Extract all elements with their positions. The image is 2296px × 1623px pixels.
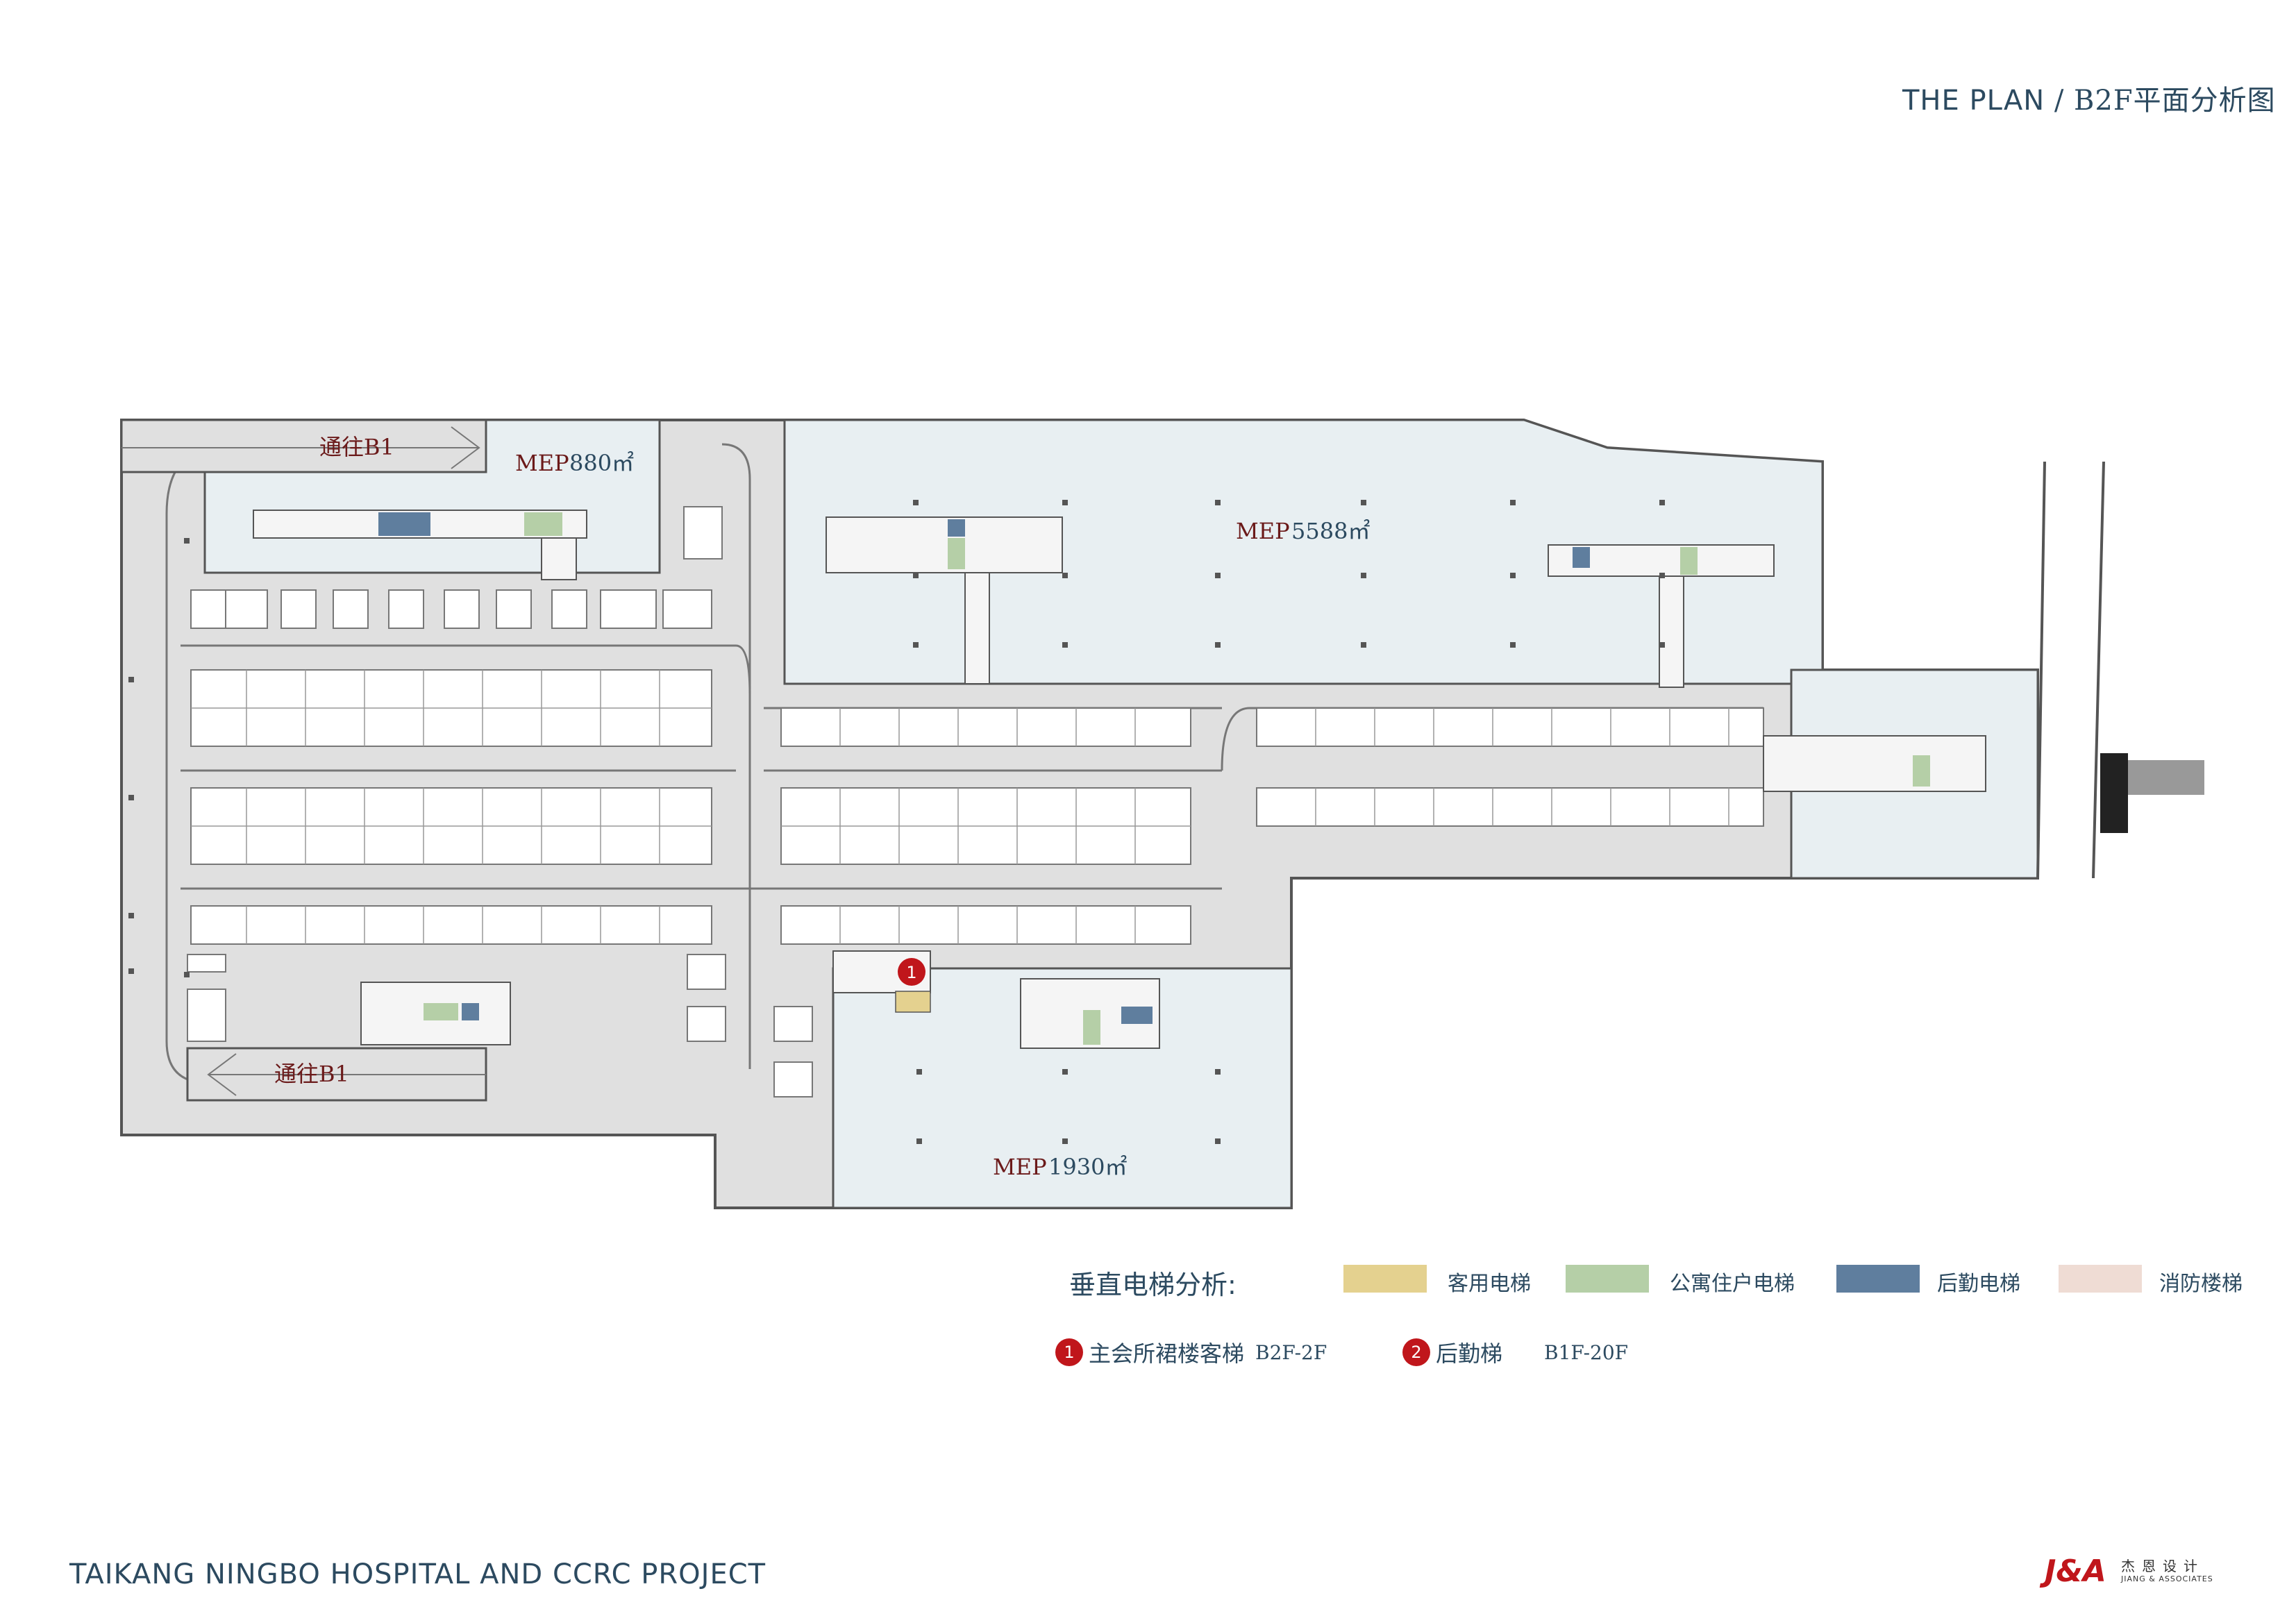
legend-label-service: 后勤电梯 <box>1937 1272 2020 1296</box>
ramp-north-label: 通往B1 <box>319 434 394 460</box>
legend-label-guest: 客用电梯 <box>1448 1272 1531 1296</box>
title-separator: / <box>2054 85 2065 117</box>
logo-cn: 杰恩设计 <box>2121 1558 2204 1574</box>
title-en: THE PLAN <box>1902 85 2045 117</box>
ramp-south-label: 通往B1 <box>274 1061 349 1087</box>
mep-5588-label: MEP <box>1236 518 1290 544</box>
title-cn: 平面分析图 <box>2133 85 2276 117</box>
structural-columns <box>128 500 1665 1144</box>
note-2-range: B1F-20F <box>1544 1340 1629 1364</box>
core-south-mid <box>1020 978 1160 1049</box>
legend-title: 垂直电梯分析: <box>1069 1270 1237 1300</box>
note-1-text: 主会所裙楼客梯 <box>1089 1340 1245 1367</box>
legend-label-fire: 消防楼梯 <box>2159 1272 2243 1296</box>
logo-mark: J&A <box>2045 1554 2106 1589</box>
mep-room-5588 <box>783 419 1824 685</box>
marker-1 <box>898 958 925 986</box>
legend-swatch-resident <box>1566 1265 1649 1293</box>
note-1-badge: 1 <box>1055 1338 1083 1366</box>
mep-1930-label: MEP <box>993 1154 1047 1180</box>
legend-swatch-fire <box>2059 1265 2142 1293</box>
mep-880-area: 880㎡ <box>569 450 634 476</box>
project-title: TAIKANG NINGBO HOSPITAL AND CCRC PROJECT <box>69 1558 766 1590</box>
company-logo: J&A 杰恩设计 JIANG & ASSOCIATES <box>2045 1554 2213 1589</box>
core-south-west <box>360 982 511 1045</box>
ramp-north <box>120 419 487 473</box>
note-2-text: 后勤梯 <box>1436 1340 1503 1367</box>
core-north-west <box>253 510 587 580</box>
note-1-range: B2F-2F <box>1255 1340 1327 1364</box>
title-floor-code: B2F <box>2074 85 2134 117</box>
logo-en: JIANG & ASSOCIATES <box>2121 1574 2213 1583</box>
east-bridge <box>2036 461 2204 879</box>
legend-label-resident: 公寓住户电梯 <box>1670 1272 1795 1296</box>
legend-swatch-guest <box>1343 1265 1427 1293</box>
legend-swatch-service <box>1836 1265 1920 1293</box>
note-2-badge: 2 <box>1402 1338 1430 1366</box>
marker-1-number: 1 <box>906 963 916 982</box>
mep-5588-area: 5588㎡ <box>1291 518 1370 544</box>
core-east <box>1763 735 1986 792</box>
page-title: THE PLAN / B2F平面分析图 <box>1902 78 2276 118</box>
mep-1930-area: 1930㎡ <box>1048 1154 1127 1180</box>
mep-880-label: MEP <box>515 450 569 476</box>
core-north-mid <box>826 516 1063 684</box>
bay-dividers <box>191 670 1729 944</box>
ramp-south <box>186 1047 487 1102</box>
